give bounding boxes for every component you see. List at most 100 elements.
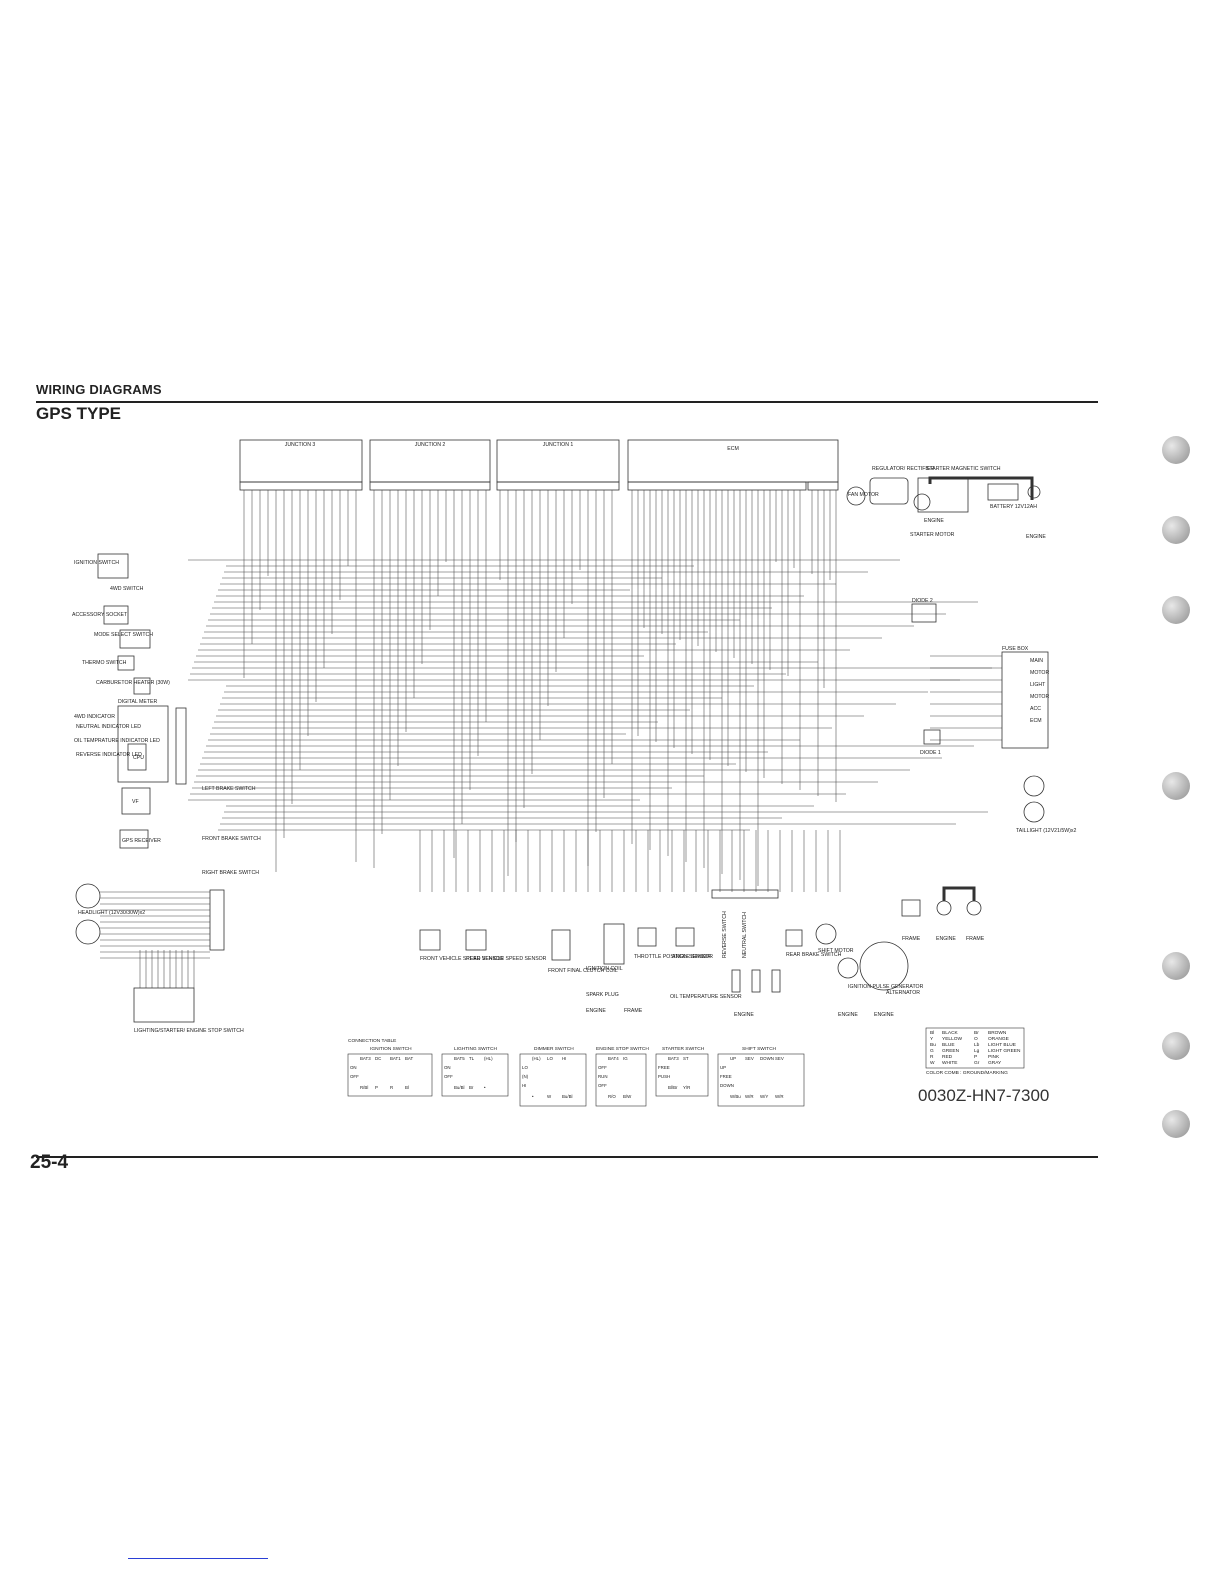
angle-sensor-label: ANGLE SENSOR <box>672 954 713 960</box>
gps-receiver-label: GPS RECEIVER <box>122 838 161 844</box>
digital-meter-label: DIGITAL METER <box>118 699 157 705</box>
oil-led-label: OIL TEMPRATURE INDICATOR LED <box>74 738 160 744</box>
neutral-led-label: NEUTRAL INDICATOR LED <box>76 724 141 730</box>
fan-motor-label: FAN MOTOR <box>848 492 879 498</box>
ct-color-cell: W <box>547 1094 552 1099</box>
ct-dimmer-grid <box>519 1053 587 1107</box>
carb-heater-label: CARBURETOR HEATER (30W) <box>96 680 170 686</box>
ct-enginestop-grid <box>595 1053 647 1107</box>
engine-label-3: ENGINE <box>936 936 956 942</box>
color-legend-footer: COLOR COMB : GROUND/MARKING <box>926 1070 1008 1076</box>
page-title: GPS TYPE <box>36 404 122 423</box>
handlebar-connector <box>209 889 225 951</box>
ct-color-cell: • <box>532 1094 534 1099</box>
regulator-label: REGULATOR/ RECTIFIER <box>872 466 934 472</box>
thermo-switch-label: THERMO SWITCH <box>82 660 127 666</box>
ct-col-header: UP <box>730 1056 736 1061</box>
taillight-label: TAILLIGHT (12V21/5W)x2 <box>1016 828 1076 834</box>
ct-row-label: FREE <box>658 1065 670 1070</box>
ct-color-cell: R <box>390 1085 393 1090</box>
accessory-socket-label: ACCESSORY SOCKET <box>72 612 128 618</box>
pulse-generator <box>837 957 859 979</box>
ct-col-header: BAT5 <box>454 1056 465 1061</box>
rear-brake-label: REAR BRAKE SWITCH <box>786 952 842 958</box>
fwd-indicator-label: 4WD INDICATOR <box>74 714 115 720</box>
ct-row-label: OFF <box>350 1074 359 1079</box>
reverse-switch-label: REVERSE SWITCH <box>722 911 728 958</box>
lighting-switch-box <box>133 987 195 1023</box>
engine-label-4: ENGINE <box>586 1008 606 1014</box>
rear-brake-switch-box <box>785 929 803 947</box>
legend-entry: BLUE <box>942 1042 955 1048</box>
legend-entry: Bl <box>930 1030 934 1036</box>
fuse-acc-label: ACC <box>1030 706 1041 712</box>
ecm-label: ECM <box>727 446 739 452</box>
binder-hole <box>1162 1032 1190 1060</box>
ct-row-label: LO <box>522 1065 528 1070</box>
ct-color-cell: Bl <box>405 1085 409 1090</box>
ct-col-header: BAT3 <box>668 1056 679 1061</box>
component-labels: JUNCTION 3 JUNCTION 2 JUNCTION 1 ECM IGN… <box>72 442 1076 1034</box>
binder-hole <box>1162 436 1190 464</box>
ct-row-label: UP <box>720 1065 726 1070</box>
digital-meter-box <box>117 705 169 783</box>
cpu-box <box>127 743 147 771</box>
alternator-label: ALTERNATOR <box>886 990 920 996</box>
ct-color-cell: Bu/Bl <box>562 1094 573 1099</box>
ct-color-cell: W/Y <box>760 1094 768 1099</box>
legend-entry: GREEN <box>942 1048 960 1054</box>
header-rule <box>36 401 1098 403</box>
gear-connector <box>711 889 779 899</box>
engine-label-2: ENGINE <box>1026 534 1046 540</box>
harness-wires <box>100 559 1002 988</box>
diode-2-label: DIODE 2 <box>912 598 933 604</box>
engine-label-7: ENGINE <box>874 1012 894 1018</box>
right-brake-label: RIGHT BRAKE SWITCH <box>202 870 259 876</box>
ct-color-cell: W/R <box>775 1094 784 1099</box>
legend-entry: Y <box>930 1036 934 1042</box>
fuse-box <box>1001 651 1049 749</box>
part-number: 0030Z-HN7-7300 <box>918 1086 1050 1105</box>
binder-hole <box>1162 772 1190 800</box>
throttle-sensor-box <box>637 927 657 947</box>
angle-sensor-box <box>675 927 695 947</box>
thermo-switch-box <box>117 655 135 671</box>
section-label: WIRING DIAGRAMS <box>36 382 162 397</box>
fuse-motor2-label: MOTOR <box>1030 694 1049 700</box>
rear-speed-label: REAR VEHICLE SPEED SENSOR <box>466 956 547 962</box>
legend-entry: YELLOW <box>942 1036 962 1042</box>
ct-col-header: BAT <box>405 1056 414 1061</box>
ct-dimmer-name: DIMMER SWITCH <box>534 1046 574 1052</box>
legend-entry: WHITE <box>942 1060 957 1066</box>
ct-col-header: BAT3 <box>360 1056 371 1061</box>
sensor-plug-1 <box>731 969 741 993</box>
fwd-switch-label: 4WD SWITCH <box>110 586 144 592</box>
pulse-gen-label: IGNITION PULSE GENERATOR <box>848 984 924 990</box>
battery-label: BATTERY 12V12AH <box>990 504 1037 510</box>
connection-table-title: CONNECTION TABLE <box>348 1038 396 1044</box>
engine-ground <box>1027 485 1041 499</box>
ignition-switch-box <box>97 553 129 579</box>
shift-motor <box>815 923 837 945</box>
headlight-2 <box>75 919 101 945</box>
footer-rule <box>36 1156 1098 1158</box>
legend-entry: LIGHT GREEN <box>988 1048 1021 1054</box>
ct-color-cell: R/Bl <box>360 1085 368 1090</box>
frame-label-3: FRAME <box>624 1008 643 1014</box>
ct-row-label: (N) <box>522 1074 529 1079</box>
fan-motor <box>846 486 866 506</box>
legend-entry: RED <box>942 1054 953 1060</box>
ct-row-label: FREE <box>720 1074 732 1079</box>
ct-col-header: SEV <box>775 1056 784 1061</box>
frame-label-1: FRAME <box>902 936 921 942</box>
ct-col-header: (HL) <box>532 1056 541 1061</box>
vf-label: VF <box>132 799 139 805</box>
frame-connector <box>901 899 921 917</box>
taillight-1 <box>1023 775 1045 797</box>
oil-sensor-label: OIL TEMPERATURE SENSOR <box>670 994 742 1000</box>
legend-entry: W <box>930 1060 935 1066</box>
lighting-switch-label: LIGHTING/STARTER/ ENGINE STOP SWITCH <box>134 1028 244 1034</box>
shift-motor-label: SHIFT MOTOR <box>818 948 854 954</box>
starter-mag-label: STARTER MAGNETIC SWITCH <box>926 466 1001 472</box>
legend-entry: LIGHT BLUE <box>988 1042 1016 1048</box>
